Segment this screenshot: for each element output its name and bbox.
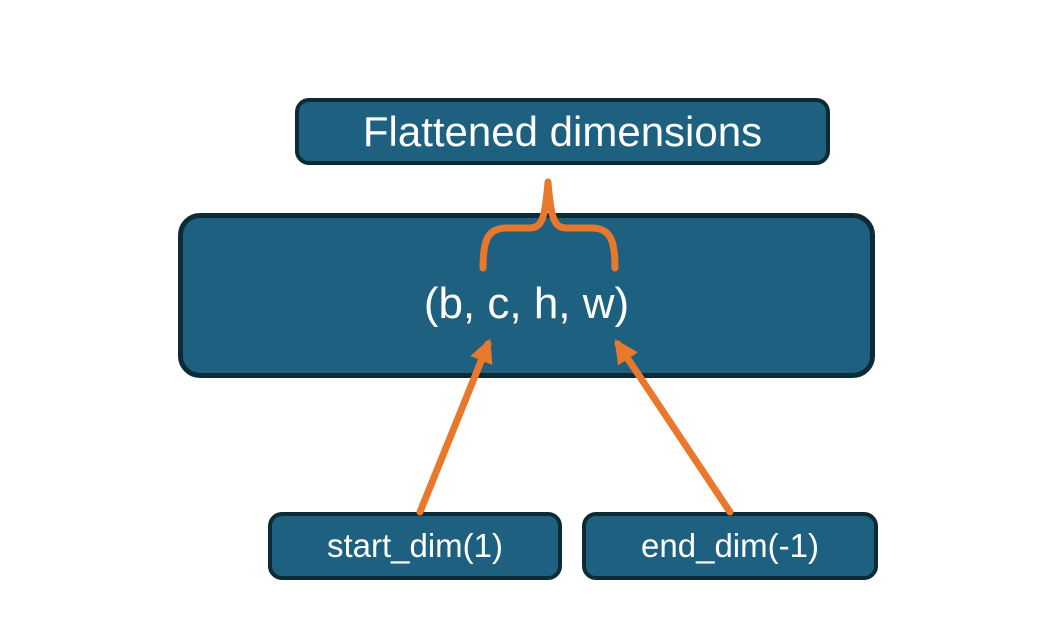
end-dim-label: end_dim(-1) [641,527,819,564]
end-dim-box: end_dim(-1) [582,512,878,580]
flattened-dimensions-box: Flattened dimensions [295,98,830,165]
flattened-dimensions-label: Flattened dimensions [362,107,763,155]
start-dim-box: start_dim(1) [268,512,562,580]
start-dim-label: start_dim(1) [326,527,504,564]
tensor-shape-box: (b, c, h, w) [178,213,875,378]
tensor-shape-label: (b, c, h, w) [423,278,630,328]
